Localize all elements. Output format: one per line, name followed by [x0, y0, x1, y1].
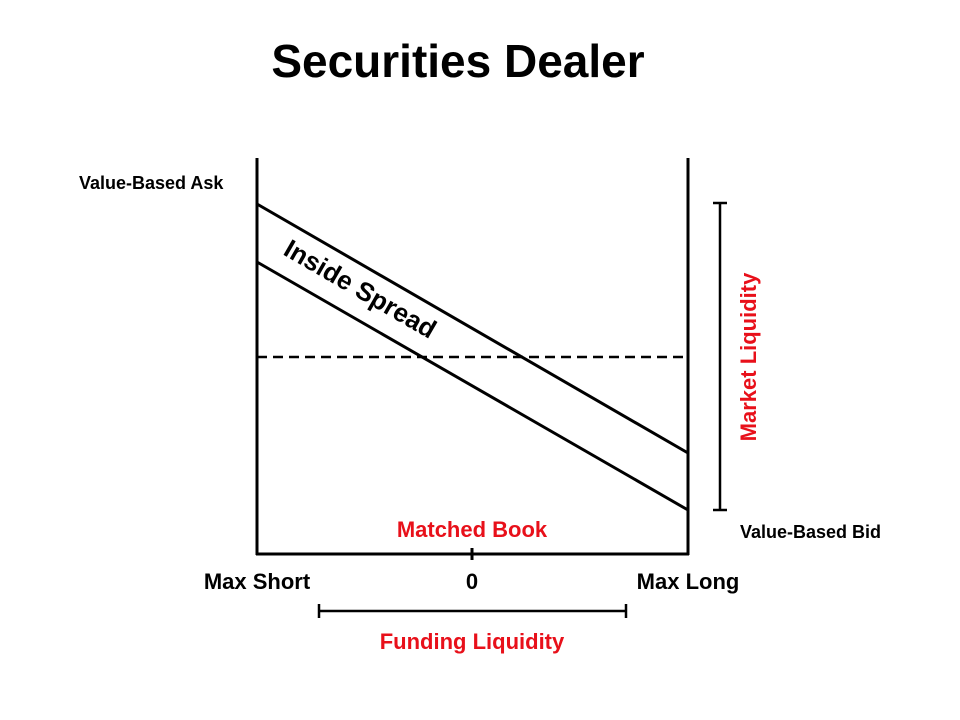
max-long-label: Max Long: [637, 569, 740, 594]
value-based-ask-label: Value-Based Ask: [79, 173, 224, 193]
funding-liquidity-label: Funding Liquidity: [380, 629, 565, 654]
ask-line: [256, 202, 689, 455]
max-short-label: Max Short: [204, 569, 311, 594]
value-based-bid-label: Value-Based Bid: [740, 522, 881, 542]
bid-line: [256, 260, 689, 512]
market-liquidity-label: Market Liquidity: [736, 272, 761, 441]
diagram-title: Securities Dealer: [271, 35, 644, 87]
zero-label: 0: [466, 569, 478, 594]
matched-book-label: Matched Book: [397, 517, 548, 542]
